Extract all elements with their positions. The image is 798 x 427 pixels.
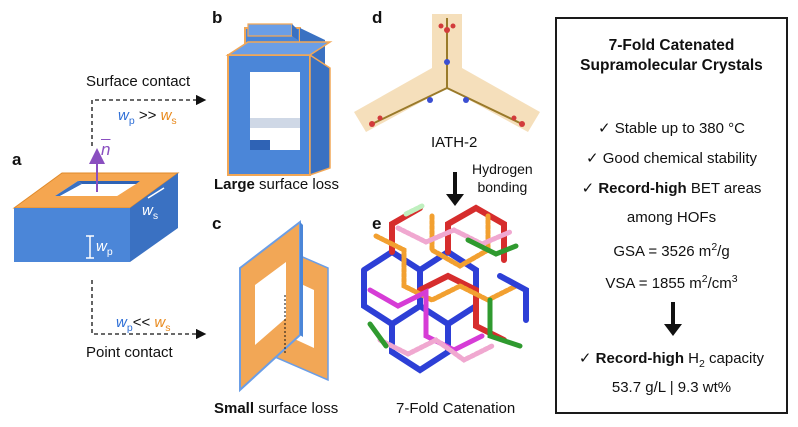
- hydrogen-bonding-arrow: [446, 172, 464, 206]
- ws-label: ws: [142, 202, 159, 222]
- summary-down-arrow: [664, 302, 682, 336]
- panel-label-c: c: [212, 214, 222, 233]
- panel-e-network: [361, 203, 529, 374]
- check-icon: ✓: [586, 150, 599, 167]
- panel-b-caption: Large surface loss: [214, 176, 340, 193]
- surface-contact-arrow: [91, 94, 207, 146]
- summary-vsa: VSA = 1855 m2/cm3: [605, 273, 738, 292]
- summary-box: 7-Fold Catenated Supramolecular Crystals…: [555, 17, 788, 414]
- summary-title-line2: Supramolecular Crystals: [580, 57, 763, 74]
- hydrogen-bonding-label: Hydrogen bonding: [472, 161, 533, 195]
- surface-contact-relation: wp >> ws: [118, 107, 177, 127]
- check-icon: ✓: [597, 120, 611, 137]
- wp-label: wp: [96, 238, 113, 258]
- molecule-label: IATH-2: [431, 134, 478, 151]
- panel-a-frame: [12, 148, 180, 262]
- summary-item-chemical: ✓ Good chemical stability: [586, 150, 757, 167]
- summary-item-bet: ✓ Record-high BET areas: [581, 180, 762, 197]
- point-contact-arrow: [91, 280, 207, 340]
- panel-c-caption: Small surface loss: [214, 400, 339, 417]
- summary-capacity: 53.7 g/L | 9.3 wt%: [611, 379, 732, 396]
- panel-c-structure: [239, 219, 329, 393]
- point-contact-relation: wp<< ws: [116, 314, 171, 334]
- panel-label-b: b: [212, 8, 223, 27]
- summary-item-bet-line2: among HOFs: [626, 209, 717, 226]
- summary-item-stable: ✓ Stable up to 380 °C: [597, 120, 745, 137]
- point-contact-label: Point contact: [86, 344, 173, 361]
- summary-title-line1: 7-Fold Catenated: [608, 37, 735, 54]
- panel-d-molecule: [354, 14, 540, 132]
- summary-item-h2: ✓ Record-high H2 capacity: [578, 350, 765, 370]
- panel-label-e: e: [372, 214, 382, 233]
- normal-vector-label: n: [101, 140, 111, 159]
- check-icon: ✓: [578, 350, 592, 367]
- surface-contact-label: Surface contact: [86, 73, 191, 90]
- panel-label-d: d: [372, 8, 383, 27]
- panel-label-a: a: [12, 150, 22, 169]
- panel-b-structure: [225, 23, 333, 177]
- check-icon: ✓: [581, 180, 595, 197]
- panel-e-caption: 7-Fold Catenation: [396, 400, 516, 417]
- summary-gsa: GSA = 3526 m2/g: [613, 241, 730, 260]
